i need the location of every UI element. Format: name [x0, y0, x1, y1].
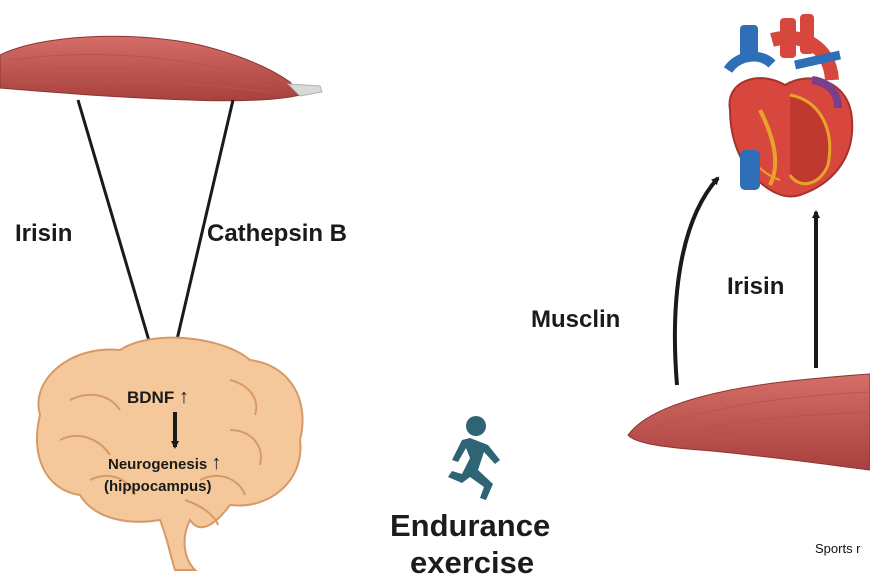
- lower-muscle-icon: [627, 373, 870, 471]
- runner-icon: [448, 416, 500, 500]
- musclin-label: Musclin: [531, 306, 621, 333]
- up-arrow-icon: ↑: [178, 386, 189, 408]
- exercise-label: exercise: [410, 545, 535, 580]
- irisin-arrow-left: [76, 99, 163, 380]
- bdnf-label: BDNF ↑: [127, 386, 189, 409]
- brain-icon: [35, 336, 304, 571]
- heart-icon: [723, 14, 854, 198]
- source-caption: Sports r: [815, 541, 861, 556]
- neurogenesis-text: Neurogenesis: [108, 456, 208, 473]
- endurance-label: Endurance: [390, 508, 551, 543]
- irisin-label-left: Irisin: [15, 220, 73, 247]
- hippocampus-text: (hippocampus): [104, 478, 212, 495]
- upper-muscle-icon: [0, 35, 323, 102]
- cathepsin-b-label: Cathepsin B: [207, 220, 348, 247]
- cathepsin-arrow: [165, 99, 235, 380]
- neurogenesis-label: Neurogenesis ↑ (hippocampus): [104, 452, 222, 498]
- musclin-arrow: [672, 176, 720, 386]
- irisin-label-right: Irisin: [727, 273, 785, 300]
- up-arrow-icon: ↑: [211, 452, 222, 474]
- bdnf-text: BDNF: [127, 388, 175, 407]
